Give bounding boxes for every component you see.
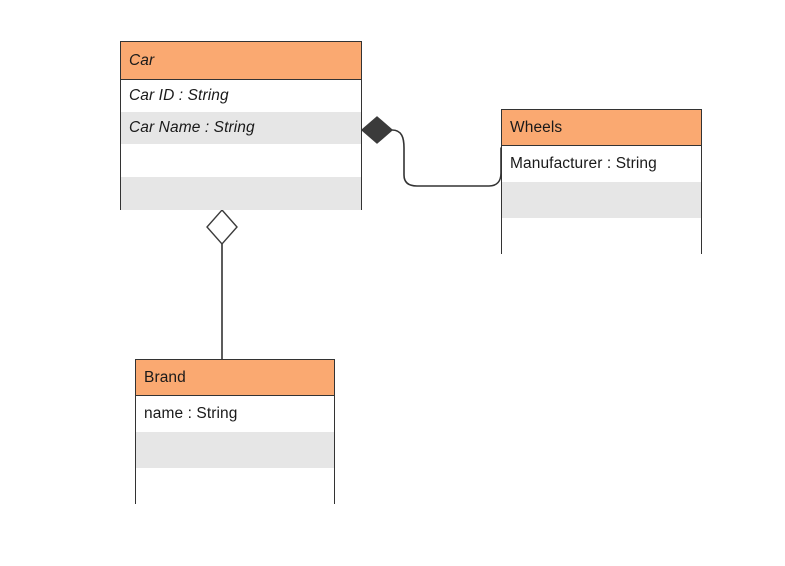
class-box-car[interactable]: Car Car ID : String Car Name : String	[120, 41, 362, 210]
class-name-car: Car	[121, 42, 361, 80]
class-attribute[interactable]	[121, 144, 361, 177]
composition-diamond-icon	[360, 116, 394, 144]
class-attribute[interactable]	[121, 177, 361, 210]
class-attribute[interactable]	[136, 432, 334, 468]
class-name-wheels: Wheels	[502, 110, 701, 146]
class-attribute[interactable]	[502, 218, 701, 254]
class-attribute[interactable]	[136, 468, 334, 504]
class-attribute[interactable]: name : String	[136, 396, 334, 432]
aggregation-diamond-icon	[206, 208, 238, 246]
class-box-wheels[interactable]: Wheels Manufacturer : String	[501, 109, 702, 254]
class-attribute[interactable]	[502, 182, 701, 218]
class-attribute[interactable]: Car Name : String	[121, 112, 361, 144]
edge-car-wheels-line[interactable]	[391, 129, 502, 187]
class-name-brand: Brand	[136, 360, 334, 396]
class-box-brand[interactable]: Brand name : String	[135, 359, 335, 504]
class-attribute[interactable]: Manufacturer : String	[502, 146, 701, 182]
class-attribute[interactable]: Car ID : String	[121, 80, 361, 112]
